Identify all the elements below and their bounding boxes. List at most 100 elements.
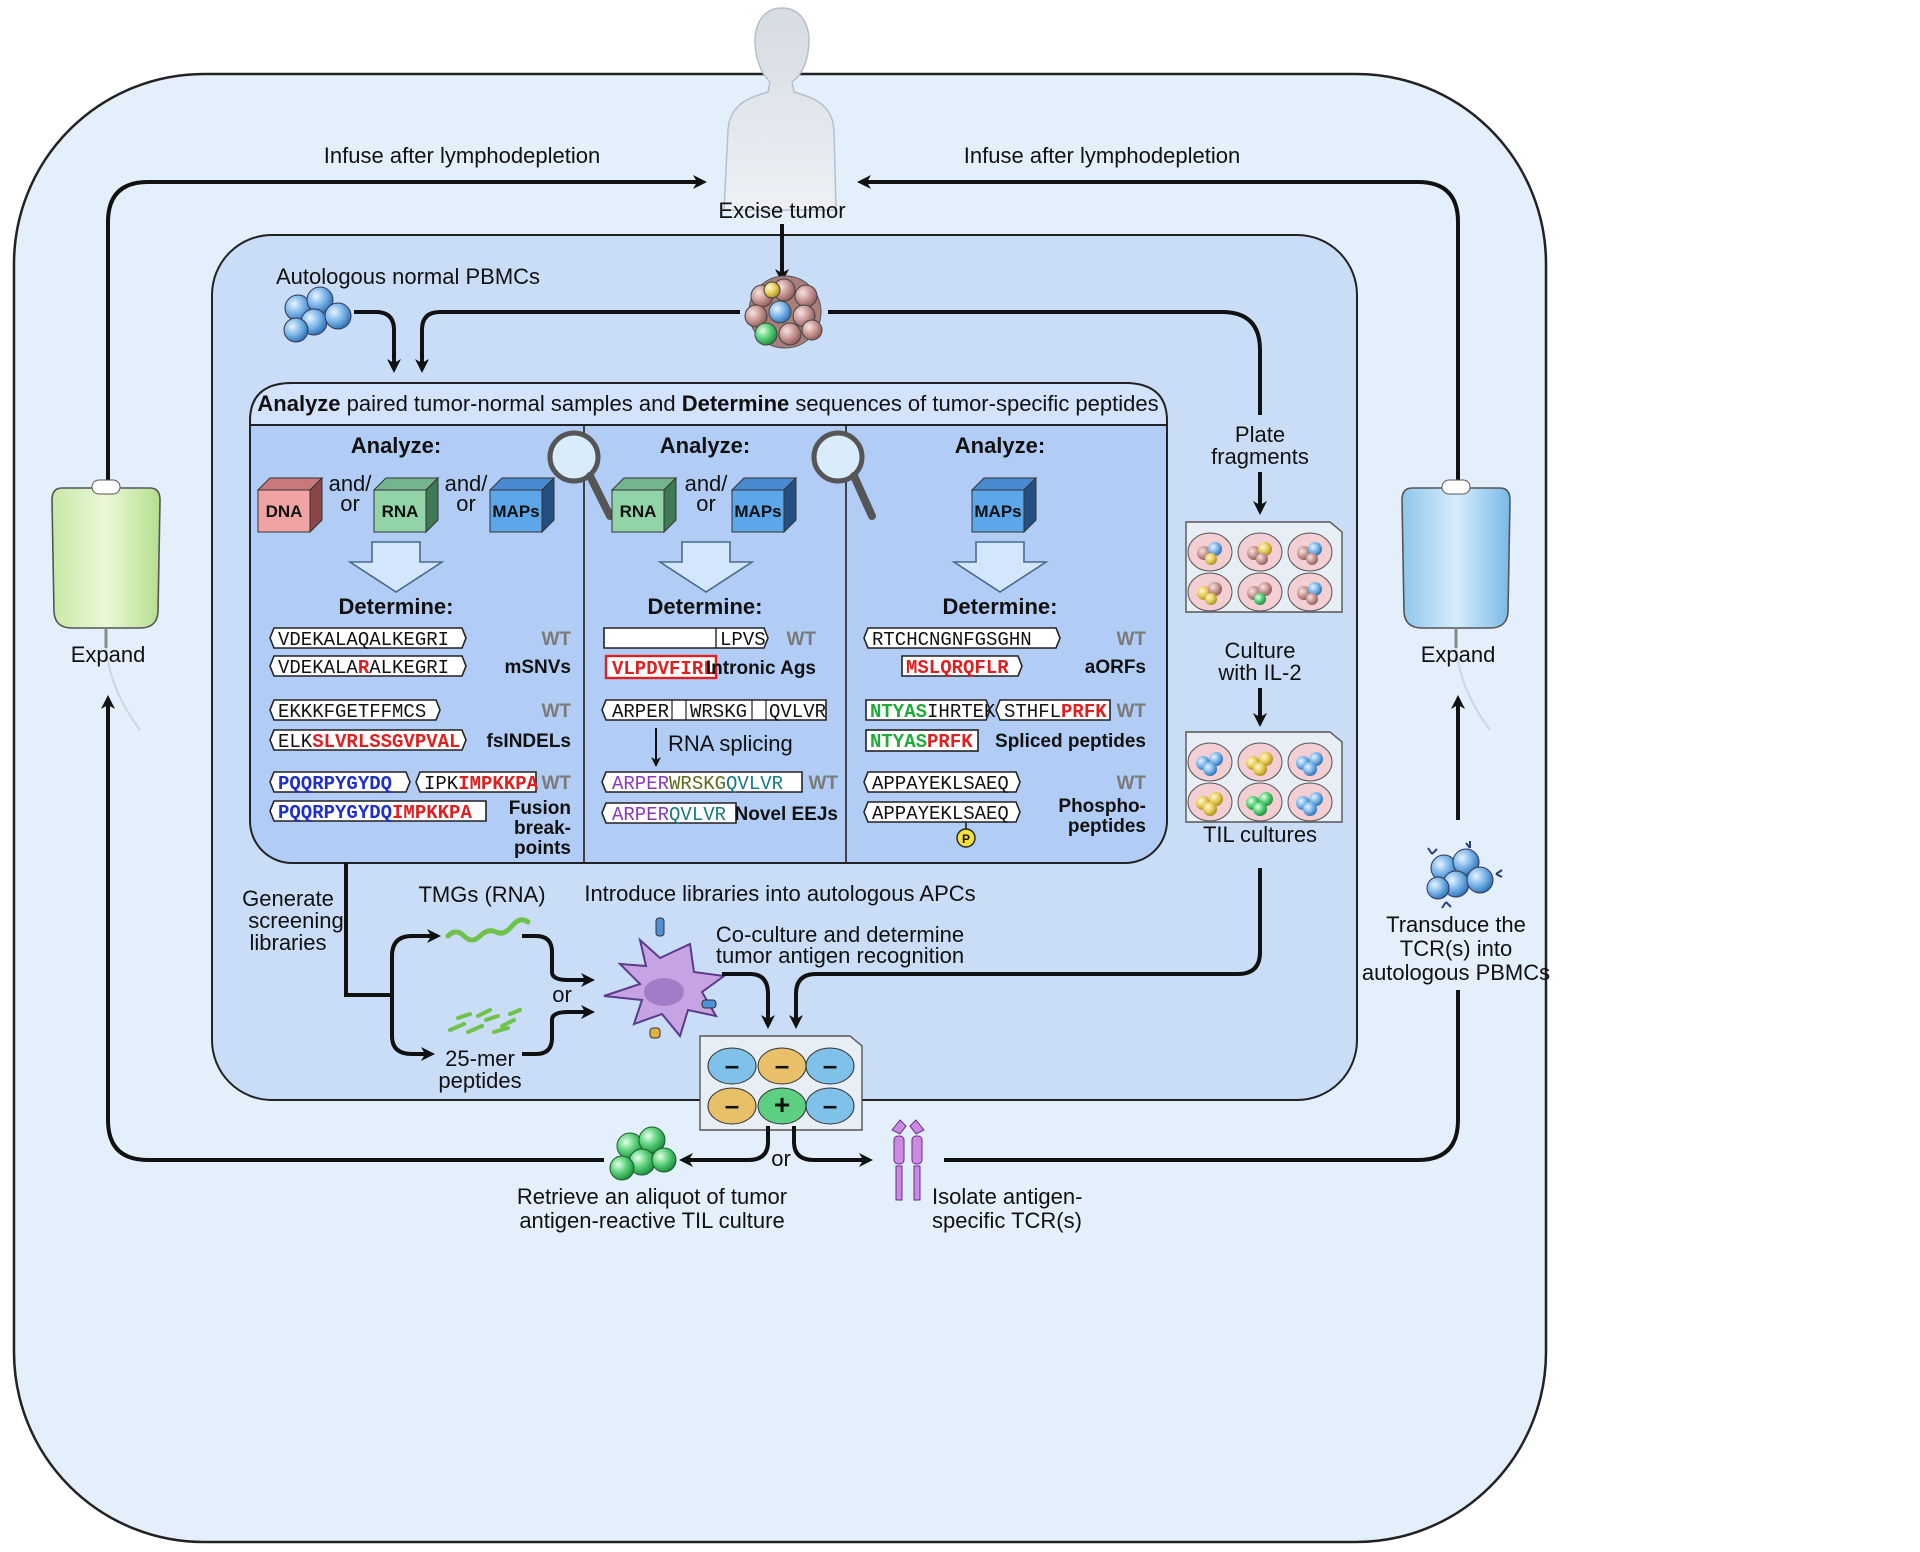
phosphate-badge: [956, 828, 976, 848]
generate-label-2: screening: [248, 908, 343, 933]
iv-bag-blue: [1401, 479, 1511, 731]
peptide-box: [269, 655, 467, 677]
magnifier-icon: [547, 430, 614, 520]
fsindels-label: fsINDELs: [487, 731, 571, 752]
apc-cell-icon: [603, 917, 727, 1039]
plate-label-1: Plate: [1235, 422, 1285, 447]
arrow-to-tmgs: [390, 929, 441, 995]
tumor-cell-cluster: [744, 275, 823, 349]
spliced-label: Spliced peptides: [995, 731, 1146, 752]
col3-phospho-seq: APPAYEKLSAEQ: [872, 803, 1009, 825]
col1-wt2-seq: EKKKFGETFFMCS: [278, 701, 426, 723]
maps-cube: [970, 476, 1038, 534]
transduce-label-3: autologous PBMCs: [1362, 960, 1550, 985]
col1-fusion-wt-a: PQQRPYGYDQ: [278, 773, 392, 795]
msnvs-label: mSNVs: [504, 657, 571, 678]
peptide-box: [603, 627, 769, 649]
transduce-label-1: Transduce the: [1386, 912, 1526, 937]
peptide-box: [415, 771, 537, 793]
wt-label: WT: [1116, 629, 1146, 650]
col1-determine-heading: Determine:: [339, 594, 454, 619]
rna-cube: [372, 476, 440, 534]
maps-cube-label: MAPs: [734, 502, 781, 521]
col2-determine-heading: Determine:: [648, 594, 763, 619]
phospho-label-1: Phospho-: [1058, 796, 1146, 817]
maps-cube-label: MAPs: [492, 502, 539, 521]
rna-splicing-label: RNA splicing: [668, 731, 793, 756]
exon-1-seq: ARPER: [612, 701, 669, 723]
dna-cube-label: DNA: [266, 502, 303, 521]
col2-intronic-seq: VLPDVFIRL: [612, 658, 715, 680]
peptide-box: [901, 655, 1023, 677]
col3-spliced-wt-a: NTYASIHRTEK: [870, 701, 996, 723]
fusion-label-2: break-: [514, 818, 571, 839]
arrow-infuse-right: [857, 175, 1460, 480]
culture-label-2: with IL-2: [1217, 660, 1301, 685]
iv-bag-green: [51, 479, 161, 731]
intronic-label: Intronic Ags: [706, 658, 816, 679]
arrow-generate: [344, 863, 392, 997]
peptide-box: [601, 802, 737, 824]
peptide-box: [269, 800, 487, 822]
expand-left-label: Expand: [71, 642, 146, 667]
peptide-box: [865, 729, 979, 752]
or-apc-label: or: [552, 982, 572, 1007]
peptide-box: [863, 627, 1061, 649]
patient-silhouette: [723, 7, 837, 211]
tmgs-label: TMGs (RNA): [418, 882, 545, 907]
arrow-til-coculture: [789, 868, 1262, 1029]
fusion-label-1: Fusion: [509, 798, 571, 819]
and-or-3b: or: [696, 491, 716, 516]
wt-label: WT: [541, 701, 571, 722]
down-arrow-col3: [951, 541, 1049, 593]
arrow-infuse-left: [106, 175, 707, 480]
col2-eej-wt-seq: ARPERWRSKGQVLVR: [612, 773, 783, 795]
col3-aorf-seq: MSLQRQFLR: [906, 657, 1009, 679]
mer-label-2: peptides: [438, 1068, 521, 1093]
dna-cube: [256, 476, 324, 534]
and-or-2b: or: [456, 491, 476, 516]
exon-3-seq: QVLVR: [769, 701, 826, 723]
arrow-apc-coculture: [722, 972, 775, 1029]
pbmc-cluster: [283, 286, 352, 343]
culture-label-1: Culture: [1225, 638, 1296, 663]
tcr-icon: [891, 1119, 925, 1201]
infuse-right-label: Infuse after lymphodepletion: [964, 143, 1240, 168]
arrow-isolate: [792, 1126, 873, 1167]
phospho-label-2: peptides: [1068, 816, 1146, 837]
rna-cube-label: RNA: [382, 502, 419, 521]
col1-fusion-wt-b: IPKIMPKKPA: [424, 773, 539, 795]
eej-label: Novel EEJs: [735, 804, 839, 825]
maps-cube: [488, 476, 556, 534]
arrow-tumor-in: [415, 310, 740, 373]
down-arrow-col1: [347, 541, 445, 593]
arrow-return-left: [106, 1119, 604, 1162]
col1-fusion-seq: PQQRPYGYDQIMPKKPA: [278, 802, 472, 824]
generate-label-1: Generate: [242, 886, 334, 911]
col1-msnv-seq: VDEKALARALKEGRI: [278, 657, 449, 679]
reactive-til-cluster: [609, 1126, 677, 1181]
and-or-1b: or: [340, 491, 360, 516]
down-arrow-col2: [657, 541, 755, 593]
well-sign: –: [823, 1050, 837, 1080]
coculture-label-1: Co-culture and determine: [716, 922, 964, 947]
peptide-box: [865, 699, 991, 721]
til-plate: [1185, 731, 1343, 823]
arrow-return-right: [944, 990, 1460, 1162]
peptide-box: [269, 627, 467, 649]
col3-spliced-wt-b: STHFLPRFK: [1004, 701, 1107, 723]
col3-wt1-seq: RTCHCNGNFGSGHN: [872, 629, 1032, 651]
introduce-label: Introduce libraries into autologous APCs: [584, 881, 975, 906]
peptide-box: [601, 699, 827, 721]
col3-spliced-seq: NTYASPRFK: [870, 731, 973, 753]
peptide-box: [269, 729, 467, 751]
coculture-label-2: tumor antigen recognition: [716, 943, 964, 968]
wt-label: WT: [1116, 701, 1146, 722]
wt-label: WT: [808, 773, 838, 794]
peptide-box: [601, 771, 803, 793]
expand-right-label: Expand: [1421, 642, 1496, 667]
retrieve-label-2: antigen-reactive TIL culture: [519, 1208, 784, 1233]
phosphate-badge-label: P: [962, 832, 970, 846]
tmg-rna-icon: [445, 917, 531, 943]
and-or-2: and/: [445, 471, 489, 496]
